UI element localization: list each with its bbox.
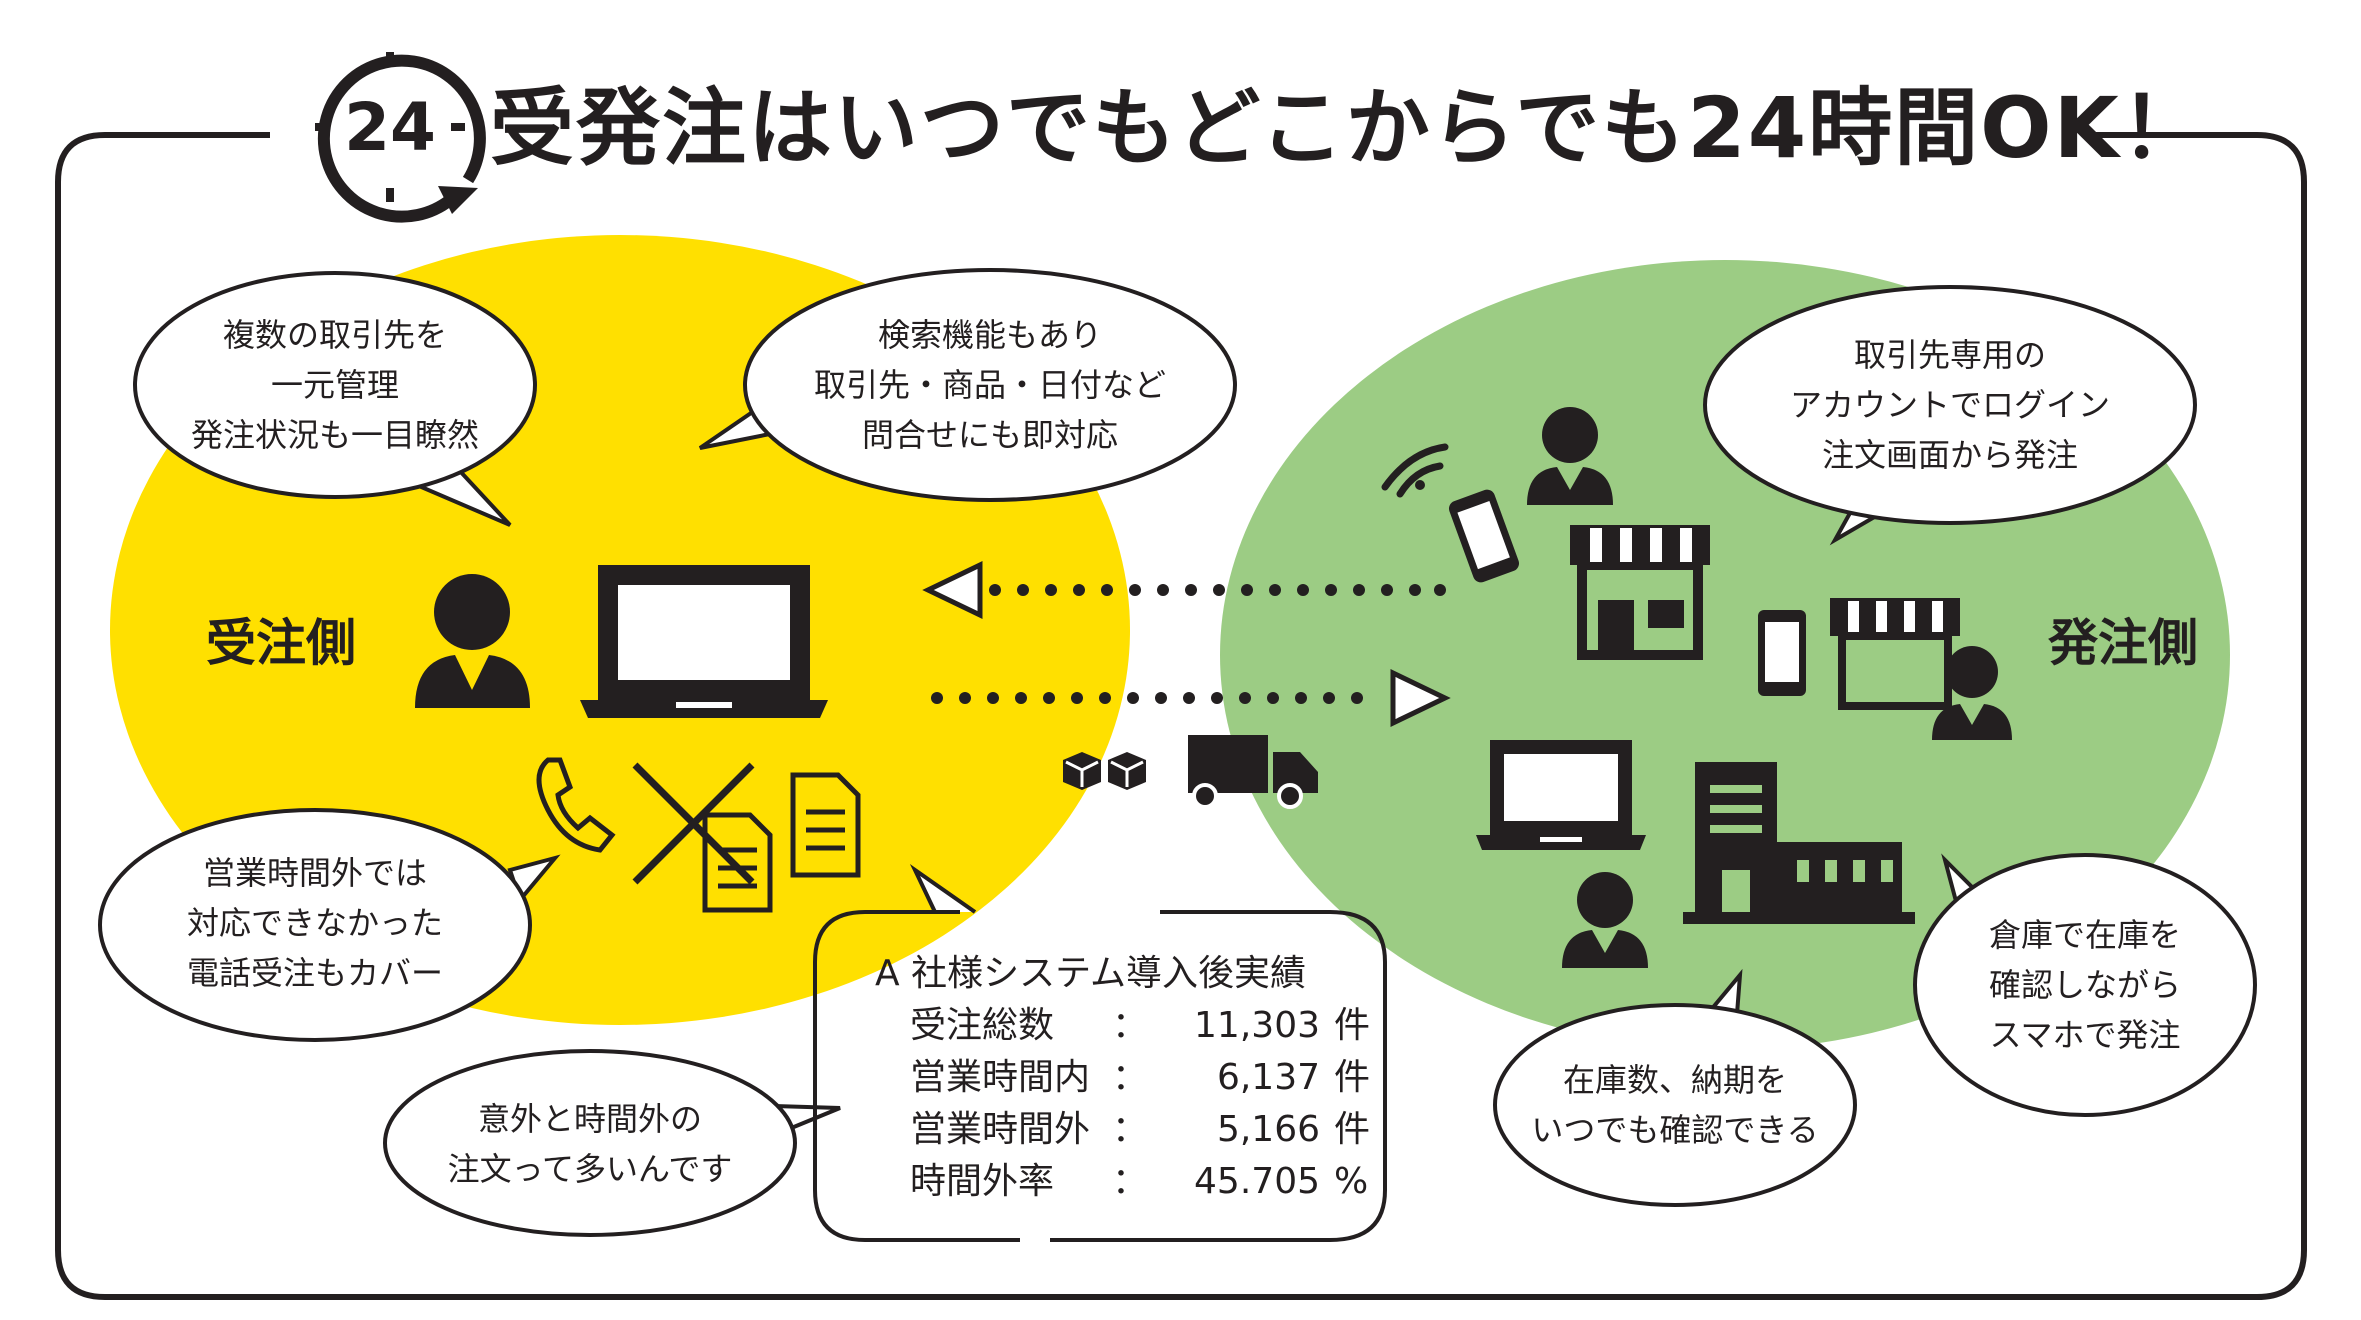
bubble-bottom-left-text: 意外と時間外の 注文って多いんです	[447, 1100, 733, 1188]
building-icon	[1683, 762, 1915, 924]
stats-box	[813, 864, 1387, 1242]
cross-icon	[632, 762, 755, 885]
package-icon	[1063, 752, 1146, 790]
wifi-icon	[1381, 443, 1449, 498]
laptop-icon	[580, 565, 828, 718]
bubble-top-right-text: 取引先専用の アカウントでログイン 注文画面から発注	[1789, 336, 2110, 474]
arrow-to-orderer	[931, 669, 1451, 727]
document-icon	[702, 772, 861, 913]
receiver-side-label: 受注側	[206, 614, 356, 672]
store-icon	[1570, 525, 1710, 660]
smartphone-icon	[1758, 610, 1806, 696]
arrow-to-receiver	[922, 561, 1446, 619]
phone-icon	[536, 757, 616, 853]
person-icon	[1527, 407, 1613, 505]
outer-frame	[55, 132, 2307, 1300]
bubble-right-text: 倉庫で在庫を 確認しながら スマホで発注	[1988, 916, 2181, 1054]
page-title: 受発注はいつでもどこからでも24時間OK！	[490, 79, 2207, 177]
person-icon	[1932, 646, 2012, 740]
smartphone-icon	[1448, 489, 1520, 583]
stats-row: 時間外率：45.705%	[910, 1161, 1369, 1202]
bubble-bottom-right-mid-text: 在庫数、納期を いつでも確認できる	[1531, 1061, 1819, 1149]
clock-badge-text: 24	[344, 89, 436, 166]
stats-heading: A 社様システム導入後実績	[875, 953, 1306, 994]
truck-icon	[1188, 735, 1318, 809]
person-icon	[1562, 872, 1648, 968]
bubble-top-center-text: 検索機能もあり 取引先・商品・日付など 問合せにも即対応	[813, 316, 1166, 454]
orderer-side-label: 発注側	[2048, 614, 2198, 672]
bubble-mid-left-text: 営業時間外では 対応できなかった 電話受注もカバー	[186, 854, 443, 992]
laptop-icon	[1476, 740, 1646, 850]
person-icon	[415, 574, 530, 708]
clock-24-icon	[315, 52, 486, 223]
bubble-top-left-text: 複数の取引先を 一元管理 発注状況も一目瞭然	[190, 316, 479, 454]
